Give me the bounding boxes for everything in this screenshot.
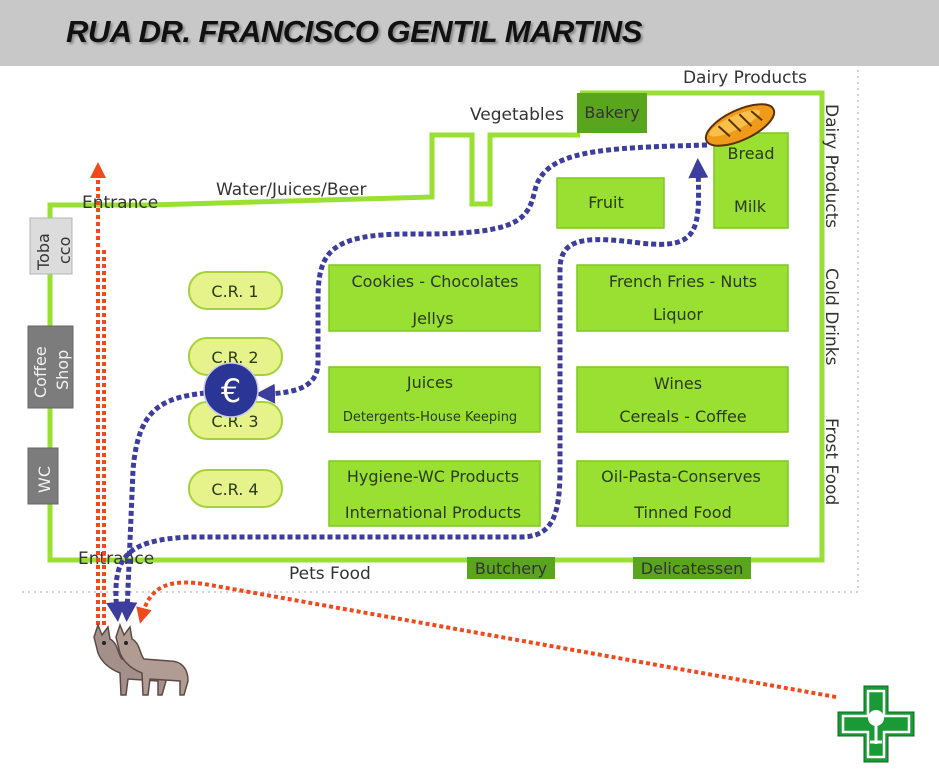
label-wines-1: Wines [654,374,702,393]
tobacco-box [29,217,73,275]
label-shop: Shop [53,350,72,390]
bread-icon [704,103,776,147]
label-water-juices-beer: Water/Juices/Beer [216,180,366,200]
label-juices-2: Detergents-House Keeping [343,410,517,425]
label-dairy-products-side: Dairy Products [821,104,841,228]
label-cookies-1: Cookies - Chocolates [352,272,519,291]
label-oil-1: Oil-Pasta-Conserves [601,467,761,486]
dept-bread-milk [713,132,789,229]
shopping-route-return [255,142,708,404]
shopping-route-exit [117,390,206,622]
dog-icon-2 [115,622,189,696]
label-wc: WC [35,466,54,493]
label-entrance-top: Entrance [82,193,158,213]
euro-coin-icon: € [203,362,259,418]
label-dairy-products-top: Dairy Products [683,68,807,88]
street-name: RUA DR. FRANCISCO GENTIL MARTINS [66,14,642,49]
label-checkout-4: C.R. 4 [211,480,258,499]
label-tobacco-2: cco [55,237,74,264]
euro-symbol: € [221,372,241,410]
label-juices-1: Juices [406,373,453,392]
label-vegetables: Vegetables [470,105,564,125]
label-french-1: French Fries - Nuts [609,272,757,291]
label-oil-2: Tinned Food [633,503,731,522]
label-butchery: Butchery [475,559,547,578]
label-cookies-2: Jellys [411,309,453,328]
label-frost-food: Frost Food [821,418,841,505]
label-bread: Bread [727,144,774,163]
wc-box [27,447,59,505]
label-milk: Milk [734,197,767,216]
label-entrance-bottom: Entrance [78,549,154,569]
walking-route-pharmacy [136,580,837,699]
label-coffee: Coffee [31,346,50,398]
pharmacy-cross-icon [837,685,915,763]
label-cold-drinks: Cold Drinks [821,268,841,366]
label-tobacco-1: Toba [34,233,53,271]
label-checkout-1: C.R. 1 [211,282,258,301]
section-bakery [577,93,647,133]
shopping-route [106,158,709,622]
label-fruit: Fruit [588,193,623,212]
coffee-shop-box [27,325,74,409]
label-hygiene-1: Hygiene-WC Products [347,467,519,486]
label-french-2: Liquor [653,305,703,324]
label-wines-2: Cereals - Coffee [619,407,746,426]
street-header: RUA DR. FRANCISCO GENTIL MARTINS [0,0,939,66]
label-pets-food: Pets Food [289,564,371,584]
label-bakery: Bakery [584,103,639,122]
label-hygiene-2: International Products [345,503,521,522]
label-delicatessen: Delicatessen [641,559,743,578]
